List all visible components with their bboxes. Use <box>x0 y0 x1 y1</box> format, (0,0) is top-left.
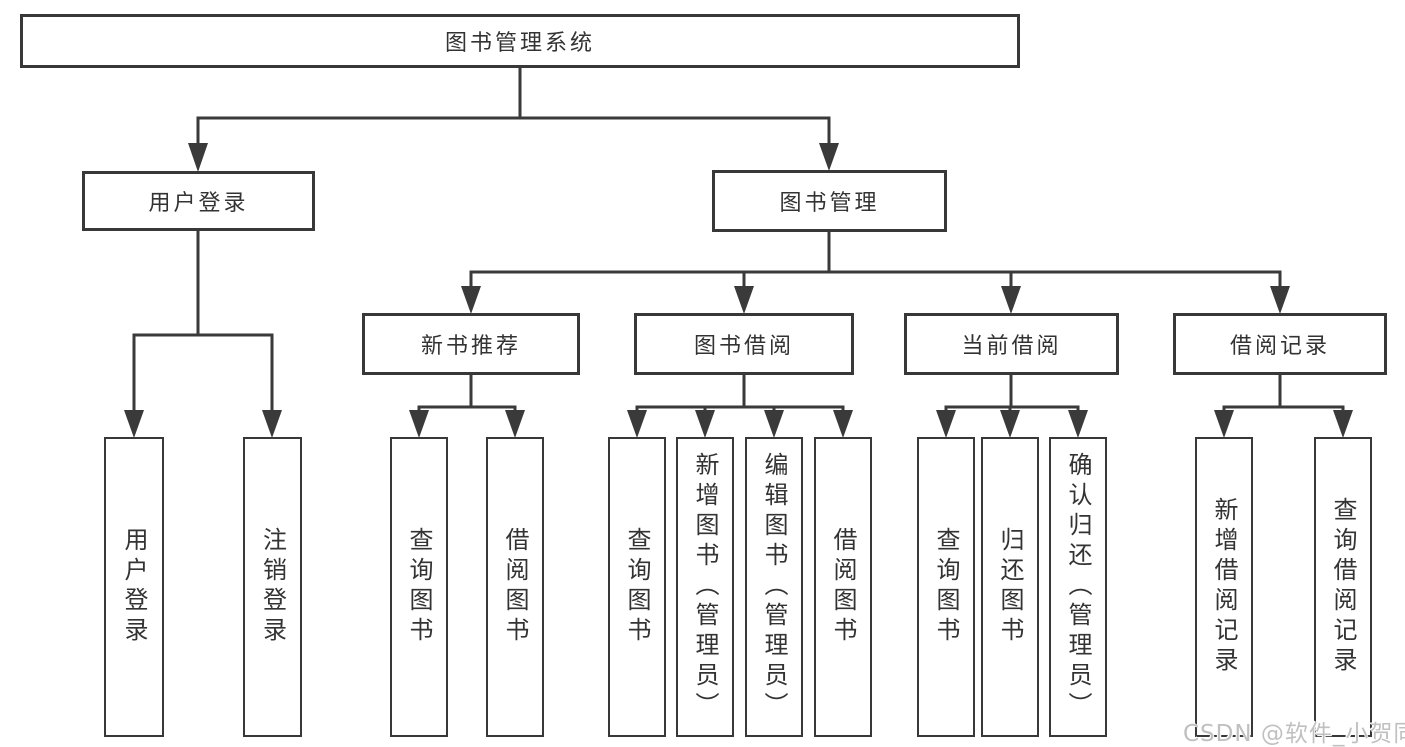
node-book-management: 图书管理 <box>712 170 947 232</box>
leaf-current-query-books: 查询图书 <box>917 437 975 737</box>
connector-current-borrowing-to-leaves <box>936 371 1088 438</box>
leaf-logout: 注销登录 <box>243 437 302 737</box>
leaf-current-return-books: 归还图书 <box>981 437 1039 737</box>
leaf-borrowing-query-books: 查询图书 <box>608 437 666 737</box>
leaf-current-confirm-return-admin: 确认归还（管理员） <box>1049 437 1107 737</box>
node-user-login: 用户登录 <box>82 171 315 231</box>
connector-book-management-to-sections <box>461 228 1290 314</box>
leaf-newbook-query-books: 查询图书 <box>390 437 448 737</box>
node-library-management-system: 图书管理系统 <box>20 14 1020 68</box>
connector-borrowing-records-to-leaves <box>1214 371 1353 438</box>
connector-book-borrowing-to-leaves <box>627 371 853 438</box>
node-current-borrowing: 当前借阅 <box>904 313 1119 375</box>
csdn-watermark: CSDN @软件_小贺同学 <box>1183 721 1405 747</box>
leaf-borrowing-add-books-admin: 新增图书（管理员） <box>676 437 734 737</box>
node-book-borrowing: 图书借阅 <box>634 313 854 375</box>
node-borrowing-records: 借阅记录 <box>1173 313 1387 375</box>
leaf-records-query-record: 查询借阅记录 <box>1314 437 1372 737</box>
connector-root-to-branches <box>188 64 839 172</box>
leaf-records-add-record: 新增借阅记录 <box>1195 437 1253 737</box>
leaf-borrowing-edit-books-admin: 编辑图书（管理员） <box>745 437 803 737</box>
connector-new-book-to-leaves <box>409 371 525 438</box>
leaf-user-login: 用户登录 <box>104 437 164 737</box>
leaf-newbook-borrow-books: 借阅图书 <box>486 437 544 737</box>
connector-user-login-to-leaves <box>124 227 282 438</box>
node-new-book-recommend: 新书推荐 <box>362 313 580 375</box>
leaf-borrowing-borrow-books: 借阅图书 <box>814 437 872 737</box>
